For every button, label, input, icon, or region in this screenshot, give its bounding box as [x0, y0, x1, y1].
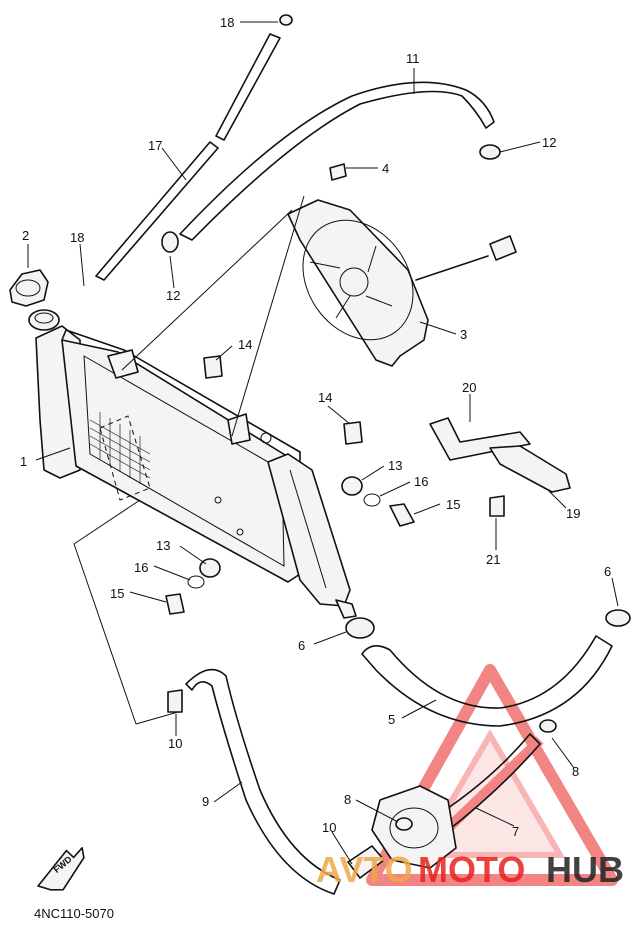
radiator	[28, 309, 357, 619]
callout-20: 20	[462, 380, 476, 395]
callout-13-right: 13	[388, 458, 402, 473]
callout-12-right: 12	[542, 135, 556, 150]
callout-18-left: 18	[70, 230, 84, 245]
breather-hose	[95, 141, 219, 281]
callout-10-left: 10	[168, 736, 182, 751]
watermark-hub: HUB	[546, 849, 624, 890]
callout-6-right: 6	[604, 564, 611, 579]
callout-7: 7	[512, 824, 519, 839]
callout-10-bottom: 10	[322, 820, 336, 835]
callout-9: 9	[202, 794, 209, 809]
callout-8-left: 8	[344, 792, 351, 807]
callout-12-left: 12	[166, 288, 180, 303]
callout-18-top: 18	[220, 15, 234, 30]
callout-14-upper: 14	[238, 337, 252, 352]
callout-5: 5	[388, 712, 395, 727]
leader-lines	[27, 21, 619, 865]
callout-21: 21	[486, 552, 500, 567]
callout-labels: 18 11 12 17 4 2 18 12 3 14 14 20 1 13 16…	[20, 15, 611, 839]
watermark-text: AVTO MOTO HUB	[316, 849, 624, 890]
callout-11: 11	[406, 51, 420, 66]
callout-16-left: 16	[134, 560, 148, 575]
water-hose	[185, 668, 341, 895]
callout-15-right: 15	[446, 497, 460, 512]
forward-arrow-icon: FWD	[37, 846, 85, 891]
callout-15-left: 15	[110, 586, 124, 601]
callout-19: 19	[566, 506, 580, 521]
lower-hose	[361, 635, 613, 727]
upper-breather-hose	[215, 33, 281, 141]
cooling-fan	[287, 199, 517, 367]
radiator-cap	[9, 269, 49, 307]
bracket	[429, 417, 571, 493]
callout-13-left: 13	[156, 538, 170, 553]
water-pump	[347, 785, 457, 879]
callout-3: 3	[460, 327, 467, 342]
diagram-code: 4NC110-5070	[34, 906, 114, 921]
callout-8-right: 8	[572, 764, 579, 779]
callout-14-lower: 14	[318, 390, 332, 405]
callout-6-left: 6	[298, 638, 305, 653]
callout-4: 4	[382, 161, 389, 176]
callout-1: 1	[20, 454, 27, 469]
upper-hose	[179, 81, 495, 241]
callout-16-right: 16	[414, 474, 428, 489]
pump-hose	[429, 733, 541, 833]
callout-2: 2	[22, 228, 29, 243]
callout-17: 17	[148, 138, 162, 153]
bolts-and-grommets	[165, 163, 505, 713]
watermark-moto: MOTO	[418, 849, 525, 890]
watermark-avto: AVTO	[316, 849, 413, 890]
hose-clamps	[161, 14, 631, 831]
